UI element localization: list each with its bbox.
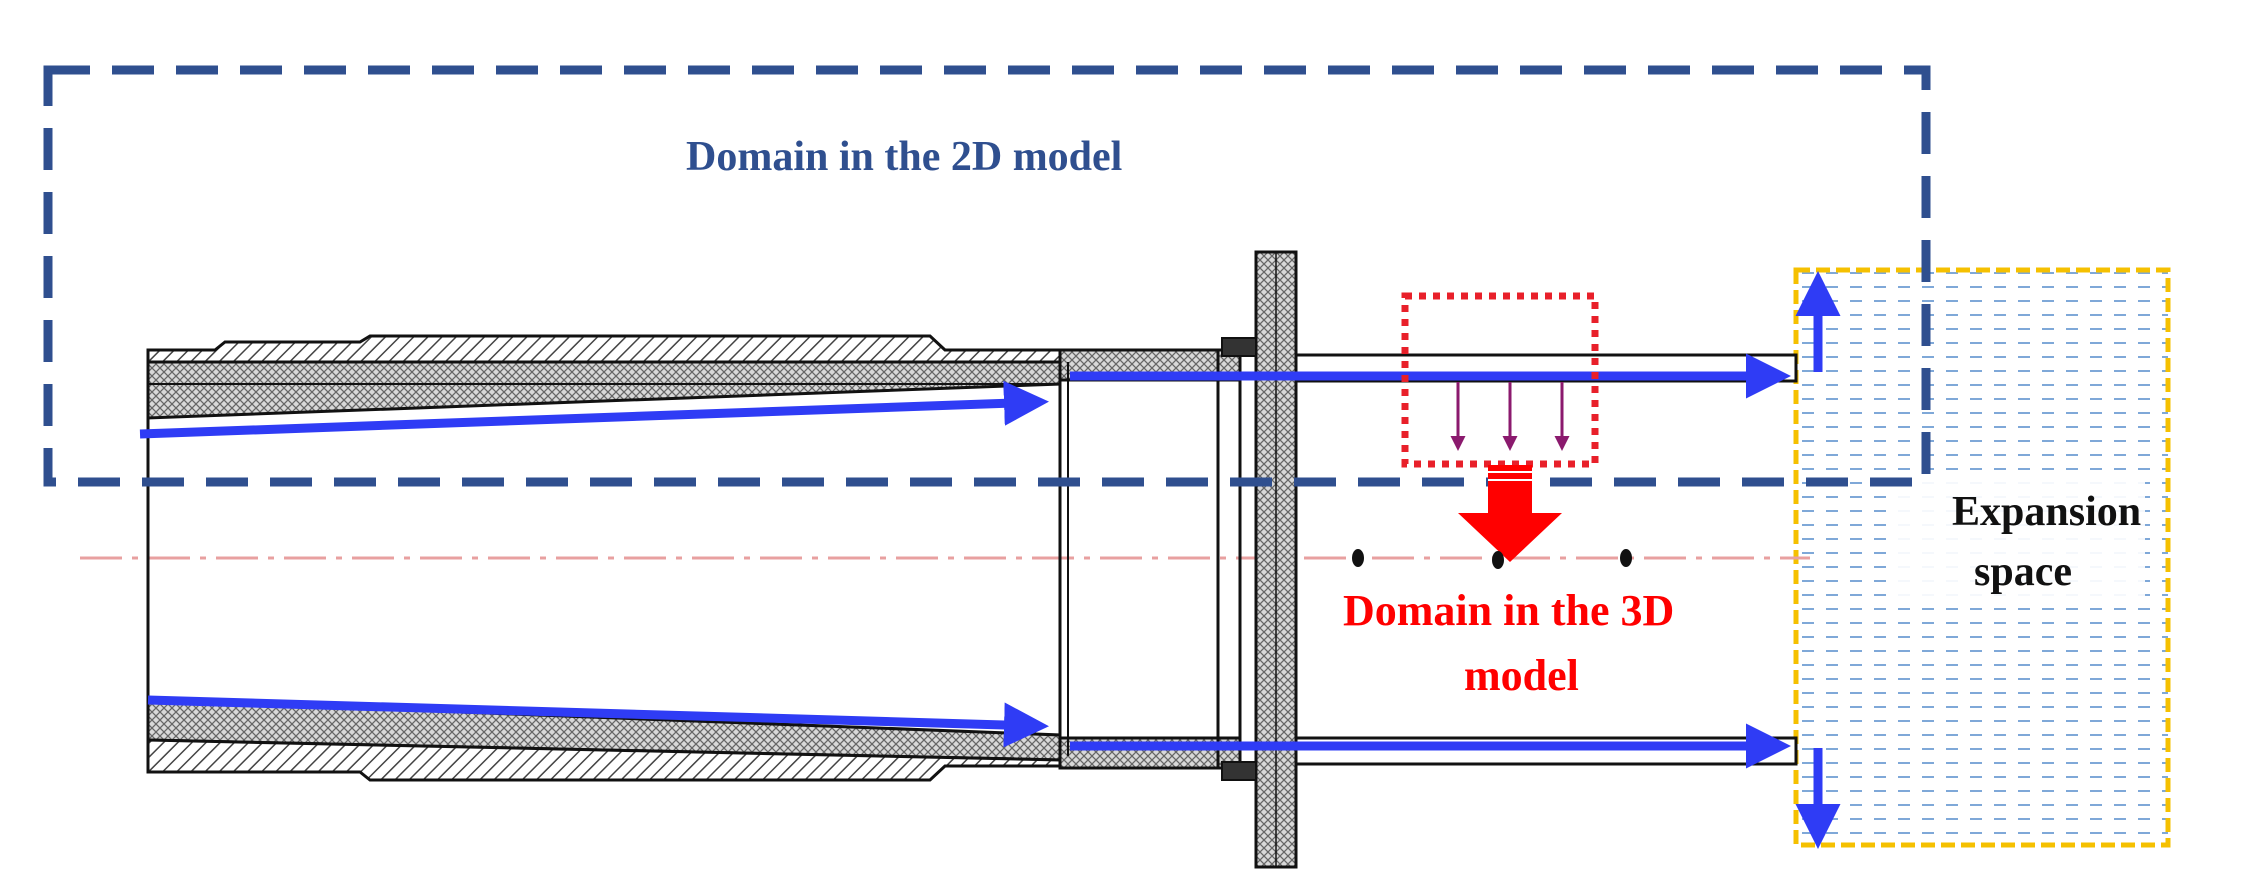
- expansion-label-line2: space: [1974, 549, 2072, 595]
- domain-3d-arrow: [1458, 465, 1562, 562]
- domain-3d-box: [1401, 292, 1599, 468]
- expansion-space: [1793, 267, 2171, 848]
- domain-2d-label: Domain in the 2D model: [686, 134, 1122, 180]
- domain-2d-box: [43, 65, 1931, 487]
- load-arrows: [1450, 382, 1570, 451]
- domain-3d-label-line1: Domain in the 3D: [1343, 586, 1674, 635]
- expansion-label-line1: Expansion: [1952, 489, 2141, 535]
- flow-arrow-lower-nozzle: [147, 695, 1049, 748]
- domain-3d-label-line2: model: [1464, 651, 1579, 700]
- flange: [1221, 250, 1298, 869]
- flow-arrow-upper-nozzle: [139, 380, 1049, 439]
- axis-points: [1352, 549, 1632, 569]
- flow-arrows: [139, 271, 1841, 849]
